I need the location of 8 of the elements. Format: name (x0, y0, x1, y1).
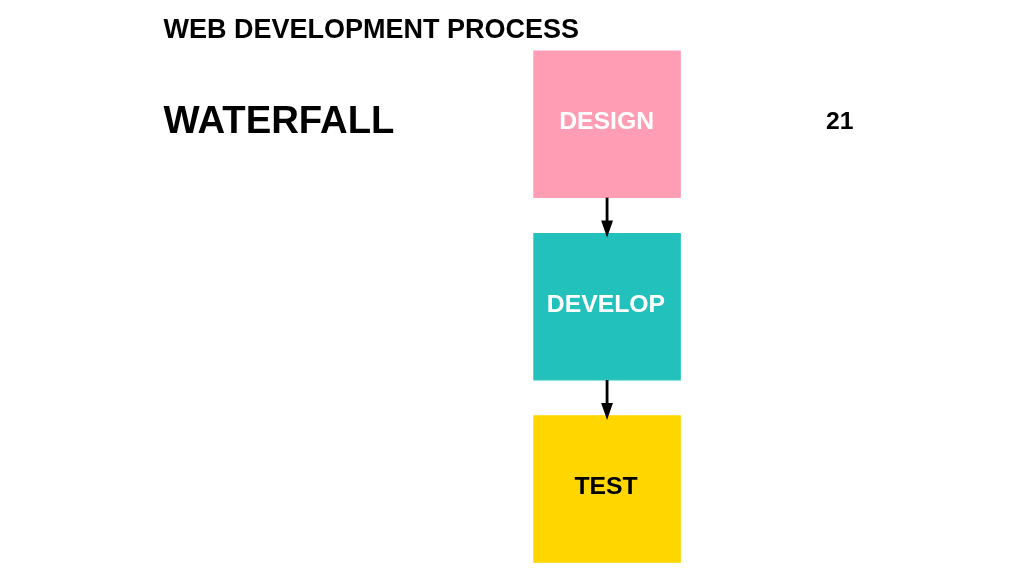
diagram-title: WEB DEVELOPMENT PROCESS (163, 13, 579, 44)
arrow (600, 380, 613, 420)
node-box: DEVELOP (532, 232, 681, 381)
label: WATERFALL (163, 97, 394, 141)
arrow (600, 197, 613, 238)
label: 21 (825, 107, 854, 135)
node-box: DESIGN (532, 50, 681, 198)
node-box: TEST (532, 415, 681, 563)
